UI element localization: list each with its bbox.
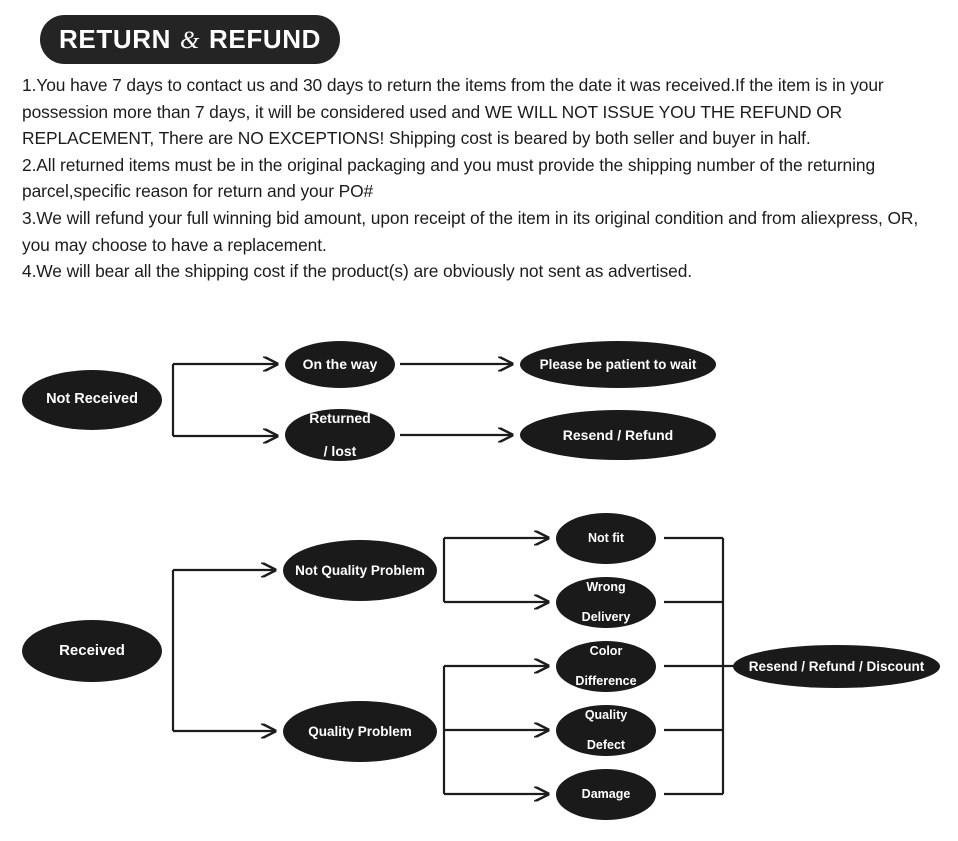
node-quality-problem: Quality Problem <box>283 701 437 762</box>
connector-not-quality-branch <box>442 538 548 602</box>
node-color-difference-line1: Color <box>589 644 623 659</box>
node-quality-defect: Quality Defect <box>556 705 656 756</box>
policy-paragraph-1: 1.You have 7 days to contact us and 30 d… <box>22 75 884 149</box>
node-damage-label: Damage <box>581 787 631 802</box>
page-title-left: RETURN <box>59 24 171 54</box>
node-returned-lost: Returned / lost <box>285 409 395 461</box>
connector-reasons-merge <box>664 536 740 796</box>
node-not-received: Not Received <box>22 370 162 430</box>
node-quality-defect-line2: Defect <box>586 737 626 752</box>
page-title-pill: RETURN & REFUND <box>40 15 340 64</box>
node-wrong-delivery-line2: Delivery <box>581 609 631 624</box>
node-returned-lost-line2: / lost <box>323 443 357 460</box>
node-please-be-patient-to-wait: Please be patient to wait <box>520 341 716 388</box>
node-wrong-delivery-label: Wrong Delivery <box>570 580 643 624</box>
policy-paragraph-3: 3.We will refund your full winning bid a… <box>22 207 919 255</box>
node-returned-lost-line1: Returned <box>309 410 371 427</box>
node-received: Received <box>22 620 162 682</box>
policy-text-block: 1.You have 7 days to contact us and 30 d… <box>22 72 946 285</box>
page-title: RETURN & REFUND <box>59 24 321 55</box>
node-not-quality-problem: Not Quality Problem <box>283 540 437 601</box>
node-damage: Damage <box>556 769 656 820</box>
node-resend-refund: Resend / Refund <box>520 410 716 460</box>
node-color-difference: Color Difference <box>556 641 656 692</box>
node-quality-problem-label: Quality Problem <box>308 723 412 739</box>
node-wrong-delivery: Wrong Delivery <box>556 577 656 628</box>
page-title-ampersand: & <box>179 27 201 54</box>
node-on-the-way: On the way <box>285 341 395 388</box>
node-not-quality-problem-label: Not Quality Problem <box>295 562 425 578</box>
page-title-right: REFUND <box>209 24 321 54</box>
node-not-received-label: Not Received <box>46 391 138 408</box>
policy-paragraph-2: 2.All returned items must be in the orig… <box>22 154 876 202</box>
node-resend-refund-discount: Resend / Refund / Discount <box>733 645 940 688</box>
connector-not-received-branch <box>171 364 277 436</box>
node-wrong-delivery-line1: Wrong <box>586 580 626 595</box>
node-color-difference-label: Color Difference <box>563 644 648 688</box>
node-not-fit-label: Not fit <box>587 531 625 546</box>
node-on-the-way-label: On the way <box>302 356 378 373</box>
node-please-be-patient-label: Please be patient to wait <box>539 356 697 372</box>
node-color-difference-line2: Difference <box>575 673 637 688</box>
connector-quality-branch <box>442 666 548 794</box>
node-not-fit: Not fit <box>556 513 656 564</box>
node-returned-lost-label: Returned / lost <box>297 410 382 460</box>
connector-received-branch <box>171 570 275 731</box>
node-quality-defect-label: Quality Defect <box>573 708 639 752</box>
node-resend-refund-discount-label: Resend / Refund / Discount <box>748 658 925 674</box>
node-received-label: Received <box>59 642 125 660</box>
node-quality-defect-line1: Quality <box>584 708 628 723</box>
policy-paragraph-4: 4.We will bear all the shipping cost if … <box>22 261 693 282</box>
node-resend-refund-label: Resend / Refund <box>562 426 674 443</box>
